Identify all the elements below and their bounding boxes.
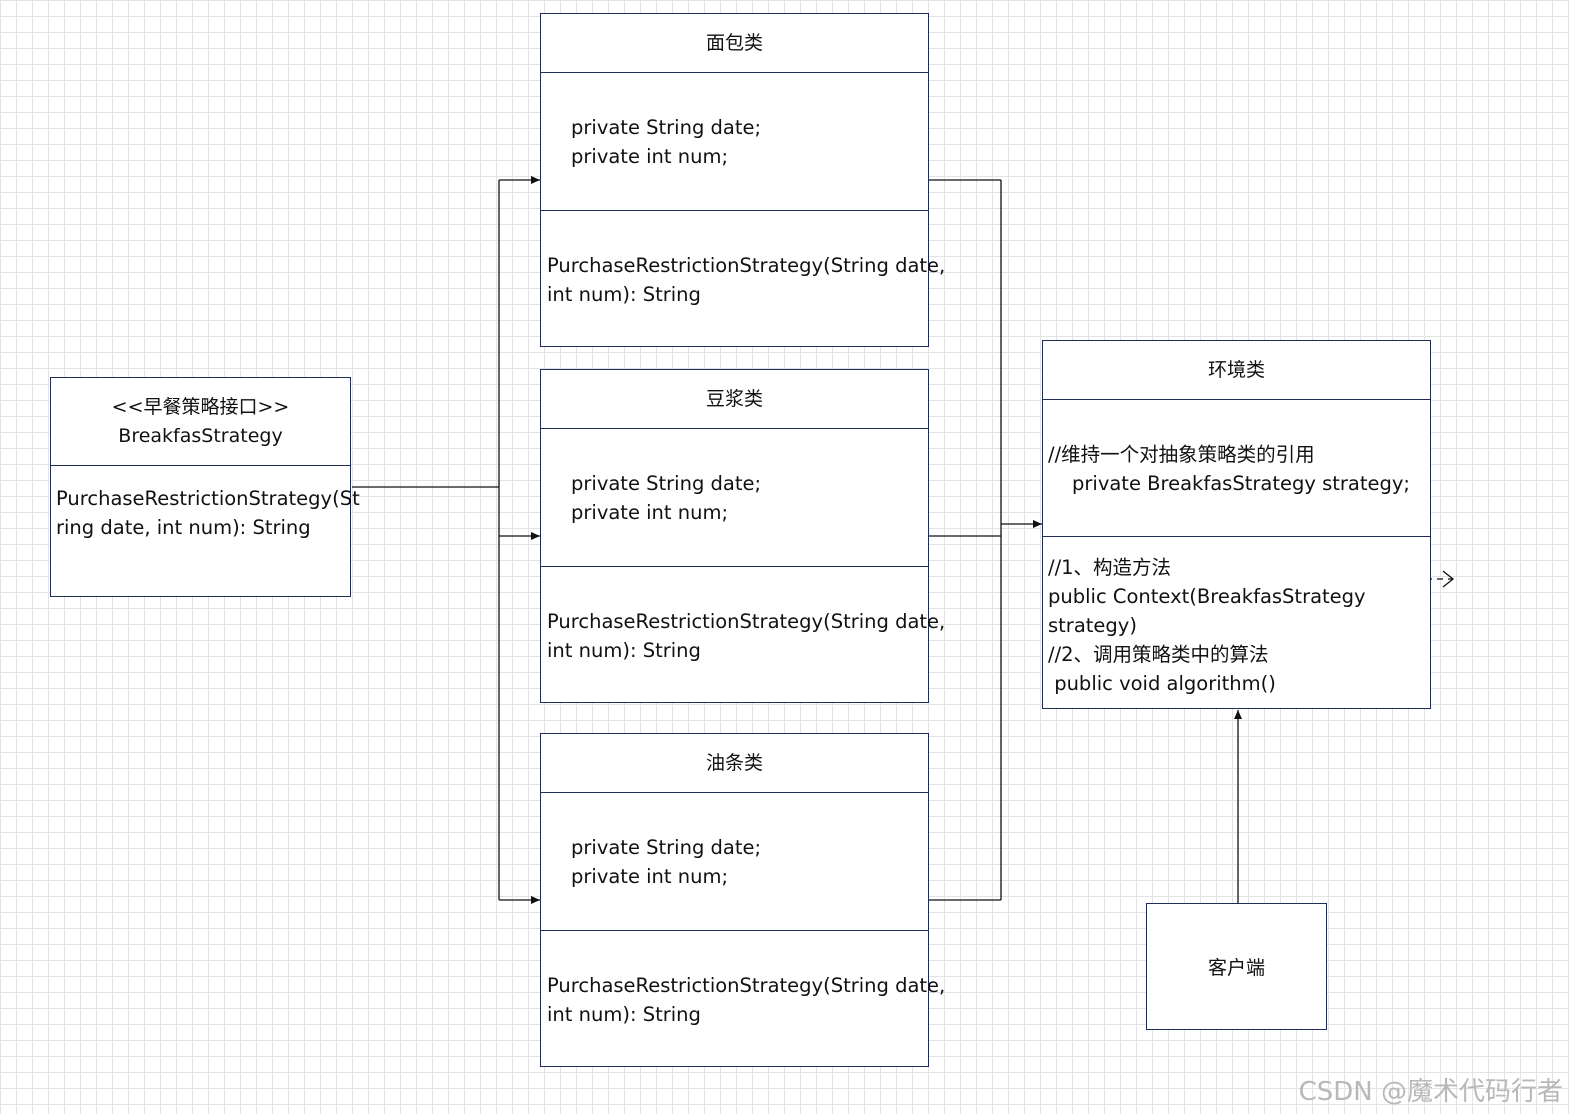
bread-class-fields: private String date; private int num; (541, 72, 928, 210)
method-line: int num): String (547, 1003, 701, 1026)
dashed-arrow-head (1442, 570, 1455, 588)
youtiao-class-fields: private String date; private int num; (541, 792, 928, 930)
method-line: public Context(BreakfasStrategy (1048, 585, 1366, 608)
interface-box: <<早餐策略接口>> BreakfasStrategy PurchaseRest… (50, 377, 360, 597)
bread-class-name: 面包类 (705, 31, 763, 54)
field-line: private BreakfasStrategy strategy; (1072, 472, 1410, 495)
youtiao-class-box: 油条类 private String date; private int num… (540, 733, 945, 1067)
interface-header: <<早餐策略接口>> BreakfasStrategy (51, 378, 350, 465)
context-class-methods: //1、构造方法 public Context(BreakfasStrategy… (1043, 536, 1430, 708)
method-line: PurchaseRestrictionStrategy(String date, (547, 254, 946, 277)
soy-class-header: 豆浆类 (541, 370, 928, 428)
field-line: private String date; (571, 472, 762, 495)
youtiao-class-header: 油条类 (541, 734, 928, 792)
context-class-box: 环境类 //维持一个对抽象策略类的引用 private BreakfasStra… (1042, 340, 1431, 709)
youtiao-class-methods: PurchaseRestrictionStrategy(String date,… (541, 930, 945, 1066)
bread-class-box: 面包类 private String date; private int num… (540, 13, 945, 347)
context-class-fields: //维持一个对抽象策略类的引用 private BreakfasStrategy… (1043, 399, 1430, 536)
interface-method-line: ring date, int num): String (56, 516, 311, 539)
bread-class-methods: PurchaseRestrictionStrategy(String date,… (541, 210, 945, 346)
field-comment-line: //维持一个对抽象策略类的引用 (1048, 443, 1315, 466)
youtiao-class-name: 油条类 (705, 751, 763, 774)
field-line: private int num; (571, 865, 729, 888)
watermark: CSDN @魔术代码行者 (1298, 1077, 1563, 1107)
context-class-name: 环境类 (1207, 358, 1265, 381)
method-line: int num): String (547, 283, 701, 306)
method-line: public void algorithm() (1048, 672, 1276, 695)
soy-class-fields: private String date; private int num; (541, 428, 928, 566)
method-comment-line: //1、构造方法 (1048, 556, 1172, 579)
method-line: PurchaseRestrictionStrategy(String date, (547, 974, 946, 997)
field-line: private String date; (571, 116, 762, 139)
soy-class-box: 豆浆类 private String date; private int num… (540, 369, 945, 703)
field-line: private String date; (571, 836, 762, 859)
interface-method-line: PurchaseRestrictionStrategy(St (56, 487, 360, 510)
bread-class-header: 面包类 (541, 14, 928, 72)
client-box: 客户端 (1146, 903, 1327, 1030)
method-line: int num): String (547, 639, 701, 662)
context-class-header: 环境类 (1043, 341, 1430, 399)
method-line: strategy) (1048, 614, 1137, 637)
interface-methods: PurchaseRestrictionStrategy(St ring date… (51, 465, 360, 596)
field-line: private int num; (571, 501, 729, 524)
method-line: PurchaseRestrictionStrategy(String date, (547, 610, 946, 633)
field-line: private int num; (571, 145, 729, 168)
method-comment-line: //2、调用策略类中的算法 (1048, 643, 1269, 666)
soy-class-methods: PurchaseRestrictionStrategy(String date,… (541, 566, 945, 702)
client-name: 客户端 (1207, 957, 1265, 979)
interface-name: BreakfasStrategy (118, 424, 283, 447)
interface-stereotype: <<早餐策略接口>> (111, 396, 290, 418)
soy-class-name: 豆浆类 (705, 387, 763, 410)
